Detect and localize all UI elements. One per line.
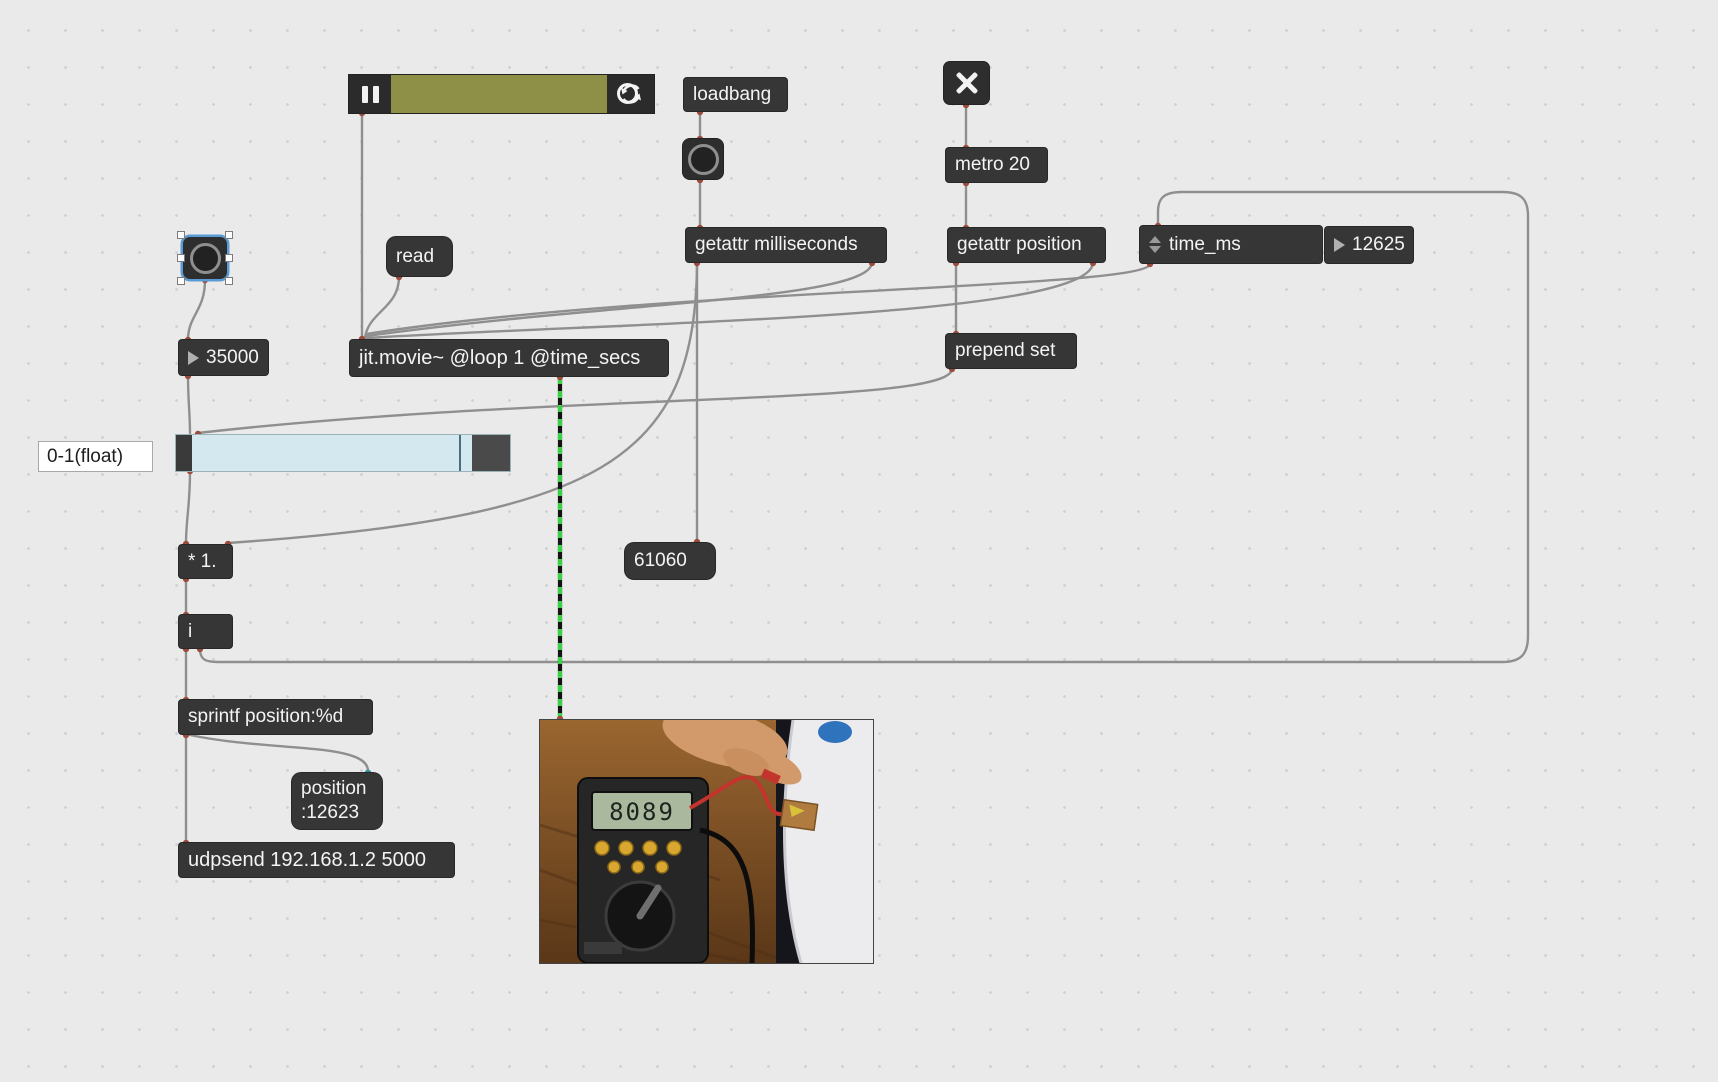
bang-circle-icon — [687, 143, 719, 175]
selection-handle[interactable] — [225, 231, 233, 239]
message-text-line1: position — [301, 778, 367, 799]
selection-handle[interactable] — [225, 254, 233, 262]
object-box-sprintf[interactable]: sprintf position:%d — [179, 700, 372, 734]
object-box-multiply[interactable]: * 1. — [179, 545, 232, 578]
slider-left-cap — [176, 435, 192, 471]
object-text: * 1. — [188, 550, 217, 572]
bang-button-selected[interactable] — [177, 231, 233, 285]
spinner-arrows-icon[interactable] — [1149, 236, 1161, 253]
object-box-metro[interactable]: metro 20 — [946, 148, 1047, 182]
jit-pwindow-video-preview[interactable]: 8089 — [539, 707, 873, 965]
selection-handle[interactable] — [225, 277, 233, 285]
svg-text:8089: 8089 — [609, 798, 675, 826]
selection-handle[interactable] — [177, 277, 185, 285]
message-box-position[interactable]: position :12623 — [292, 773, 382, 829]
object-box-loadbang[interactable]: loadbang — [684, 78, 787, 111]
message-text: read — [396, 245, 435, 267]
object-text: metro 20 — [955, 154, 1030, 175]
number-box-35000[interactable]: 35000 — [179, 340, 268, 375]
pause-icon — [372, 85, 379, 103]
message-text: 61060 — [634, 550, 687, 571]
bang-button[interactable] — [683, 139, 723, 179]
pause-icon — [361, 85, 368, 103]
comment-box[interactable]: 0-1(float) — [38, 441, 153, 472]
message-box-61060[interactable]: 61060 — [625, 543, 715, 579]
selection-handle[interactable] — [177, 254, 185, 262]
bang-circle-icon — [189, 242, 221, 274]
object-box-int[interactable]: i — [179, 615, 232, 648]
object-text: prepend set — [955, 340, 1056, 361]
object-box-jit-movie[interactable]: jit.movie~ @loop 1 @time_secs — [350, 340, 668, 376]
playbar-scrub-track[interactable] — [391, 75, 638, 113]
message-box-read[interactable]: read — [387, 237, 452, 276]
object-box-getattr-position[interactable]: getattr position — [948, 228, 1105, 262]
object-box-prepend-set[interactable]: prepend set — [946, 334, 1076, 368]
object-text: sprintf position:%d — [188, 706, 344, 727]
message-text-line2: :12623 — [301, 802, 360, 823]
object-box-getattr-milliseconds[interactable]: getattr milliseconds — [686, 228, 886, 262]
time-ms-label: time_ms — [1169, 233, 1241, 255]
slider-value-line — [459, 435, 461, 471]
comment-text: 0-1(float) — [47, 445, 124, 467]
object-text: getattr milliseconds — [695, 234, 858, 255]
object-text: jit.movie~ @loop 1 @time_secs — [359, 346, 641, 369]
selection-handle[interactable] — [177, 231, 185, 239]
object-text: getattr position — [957, 234, 1082, 255]
number-triangle-icon — [188, 350, 199, 365]
horizontal-slider[interactable] — [176, 435, 510, 471]
object-text: i — [188, 620, 193, 642]
object-box-udpsend[interactable]: udpsend 192.168.1.2 5000 — [179, 843, 454, 877]
playbar[interactable] — [349, 75, 654, 113]
pause-button[interactable] — [349, 75, 391, 113]
number-triangle-icon — [1334, 238, 1345, 252]
number-value: 35000 — [206, 346, 259, 368]
playbar-position-handle[interactable] — [617, 83, 638, 104]
number-box-12625[interactable]: 12625 — [1325, 227, 1413, 263]
video-frame-art: 8089 — [539, 707, 873, 965]
slider-knob[interactable] — [472, 435, 510, 471]
object-text: udpsend 192.168.1.2 5000 — [188, 848, 426, 871]
number-value: 12625 — [1352, 234, 1405, 255]
object-text: loadbang — [693, 83, 772, 105]
toggle-box[interactable] — [944, 62, 989, 104]
time-ms-numbox[interactable]: time_ms — [1140, 226, 1322, 263]
